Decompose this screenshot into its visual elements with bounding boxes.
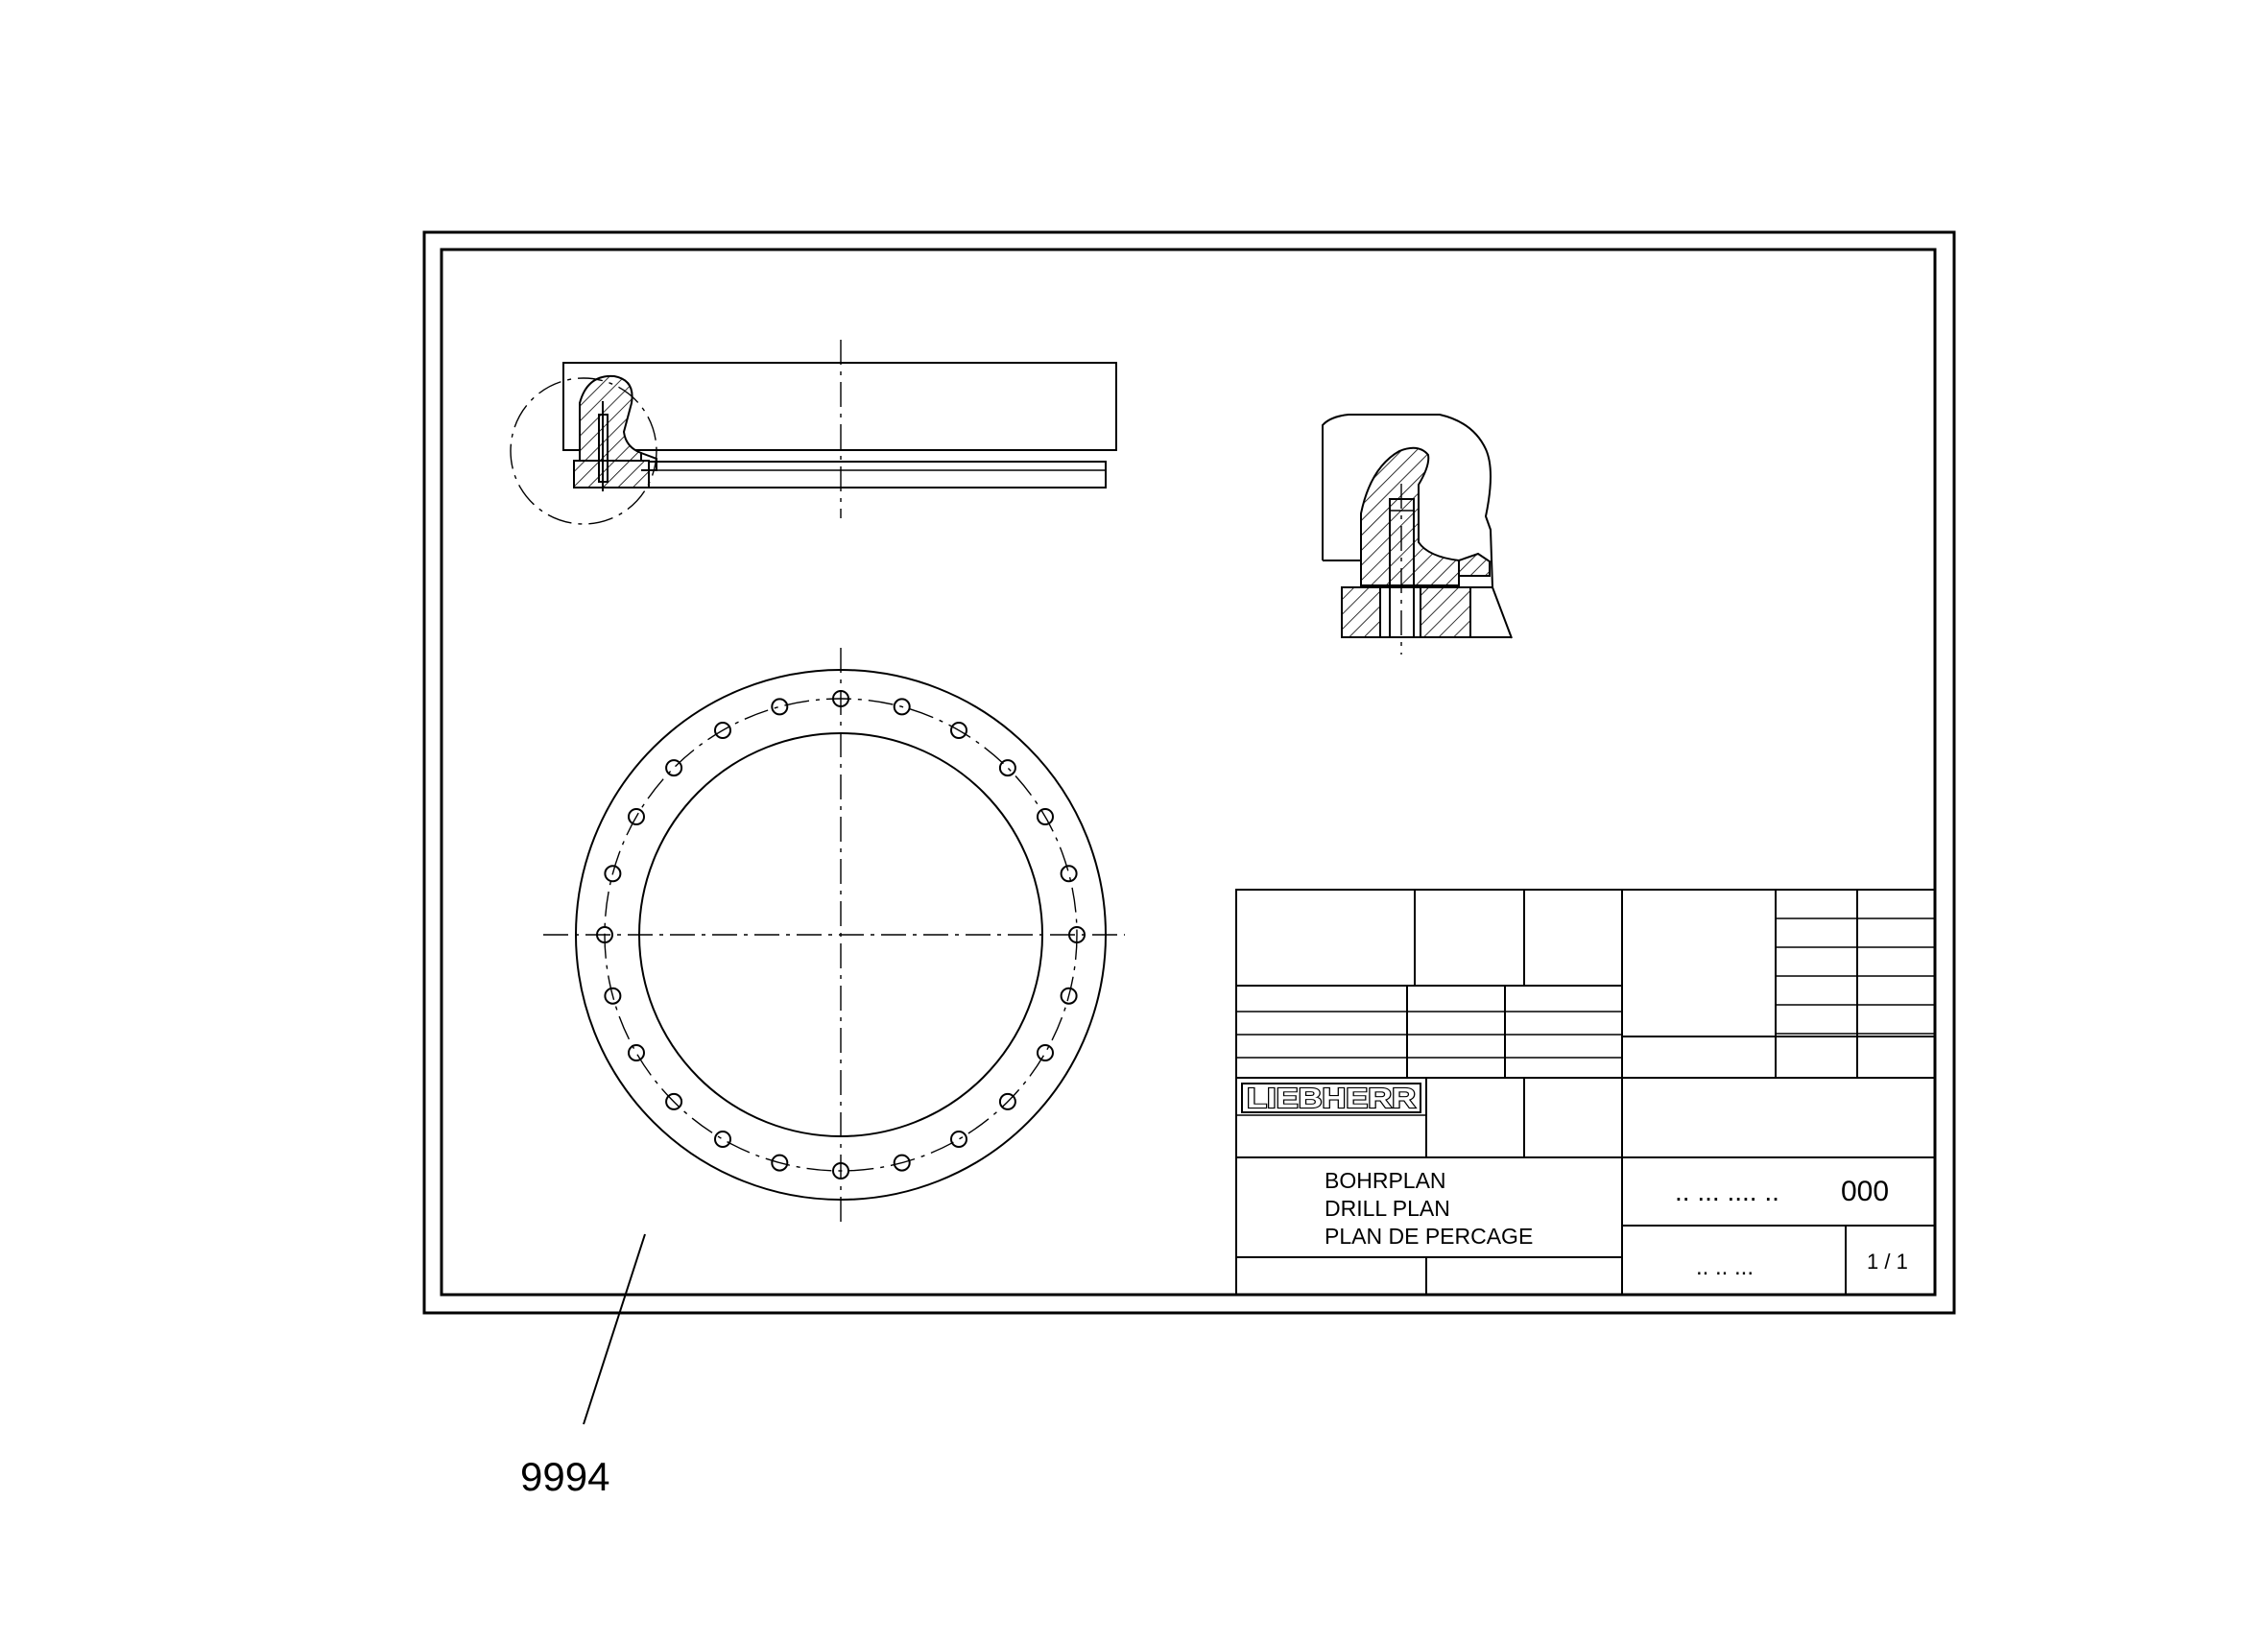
drill-hole [771,1154,789,1172]
sheet-number: 1 / 1 [1867,1250,1908,1274]
sub-number: .. .. ... [1696,1254,1754,1280]
drill-hole [714,722,731,739]
callout-leader [583,1233,646,1425]
drill-hole [628,808,645,825]
drill-hole [628,1044,645,1061]
drill-hole [665,759,683,777]
detail-view [1322,414,1513,655]
outer-border [422,230,1956,1315]
drawing-title-line-1: BOHRPLAN [1325,1168,1446,1193]
detail-hatch-upper [1360,446,1460,586]
sheet-frame [422,230,1956,1315]
section-profile-lower [573,460,650,488]
company-logo: LIEBHERR [1247,1084,1416,1114]
drill-hole [1060,865,1078,883]
part-number-suffix: 000 [1841,1176,1889,1207]
detail-outline-body [1322,414,1513,639]
drill-hole [714,1131,731,1148]
drawing-title-line-2: DRILL PLAN [1325,1196,1450,1221]
section-profile-upper [579,374,642,462]
drill-holes [596,690,1086,1179]
drill-hole [893,698,911,716]
drill-hole [665,1092,683,1110]
side-section-view [510,340,1117,525]
bearing-lower-ring [573,461,1107,488]
detail-hatch-seal [1458,552,1491,577]
logo-frame [1241,1083,1421,1113]
drill-hole [893,1154,911,1172]
title-block: LIEBHERR BOHRPLAN DRILL PLAN PLAN DE PER… [1235,889,1936,1296]
inner-border [440,248,1937,1297]
plan-view [543,648,1125,1227]
drill-hole [998,1092,1016,1110]
callout-label: 9994 [520,1454,609,1499]
drill-hole [998,759,1016,777]
drill-hole [604,865,622,883]
drill-hole [1037,1044,1054,1061]
detail-circle [510,377,657,525]
drill-hole [1037,808,1054,825]
part-number-prefix: .. ... .... .. [1675,1177,1779,1206]
drawing-title-line-3: PLAN DE PERCAGE [1325,1224,1533,1249]
drill-hole [771,698,789,716]
drill-hole [950,1131,967,1148]
drill-hole [950,722,967,739]
part-callout: 9994 [520,1233,646,1499]
drill-hole [604,987,622,1005]
drill-hole [1060,987,1078,1005]
detail-hatch-lower-right [1420,586,1471,638]
bearing-upper-body [562,362,1117,451]
detail-hatch-lower-left [1341,586,1381,638]
